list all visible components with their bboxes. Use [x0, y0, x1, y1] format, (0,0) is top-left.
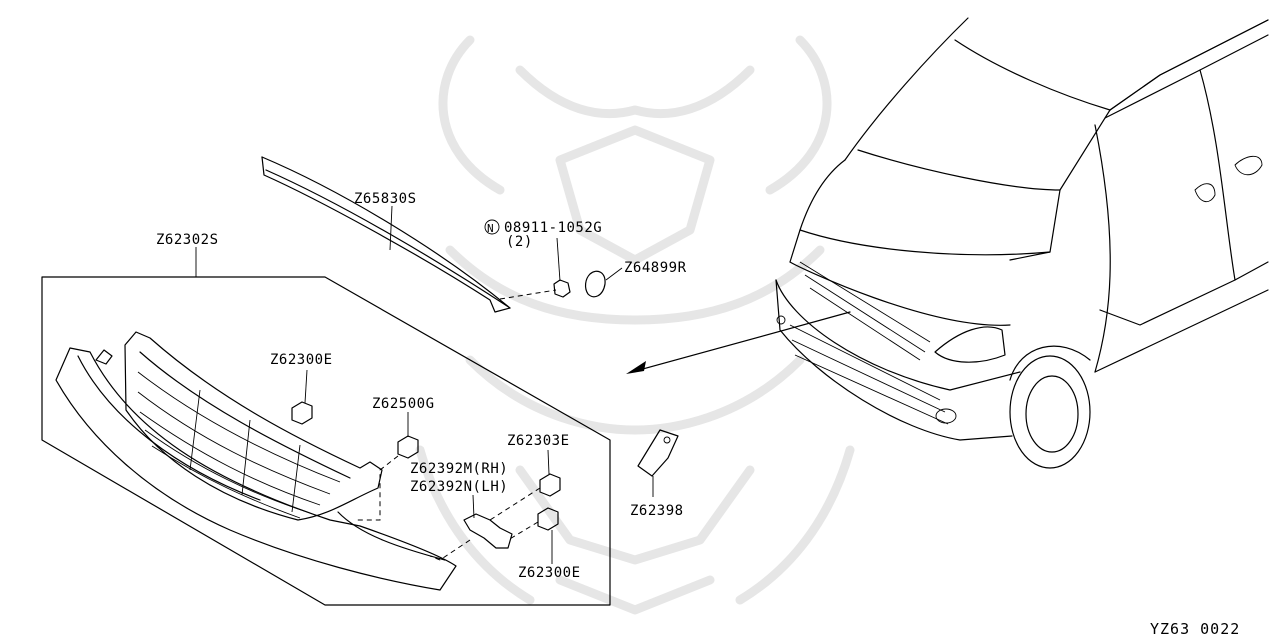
- label-clip-mid: Z62500G: [372, 396, 435, 412]
- label-nut-symbol: N: [487, 222, 494, 235]
- label-nut-part: 08911-1052G: [504, 220, 602, 236]
- molding-strip: [261, 156, 557, 313]
- vehicle-drawing: [775, 17, 1269, 469]
- label-molding: Z65830S: [354, 191, 417, 207]
- nut-icon: [553, 237, 571, 298]
- figure-code: YZ63 0022: [1150, 620, 1240, 638]
- bracket-icon: [429, 494, 513, 561]
- label-grille-assembly: Z62302S: [156, 232, 219, 248]
- grille-assembly-box: [41, 247, 611, 606]
- clip-upper-icon: [291, 369, 313, 425]
- label-bracket-small: Z62398: [630, 503, 684, 519]
- watermark-emblem: [415, 35, 855, 615]
- label-clip-upper: Z62300E: [270, 352, 333, 368]
- clip-mid-icon: [356, 412, 419, 521]
- label-bracket-rh: Z62392M(RH): [410, 461, 508, 477]
- plug-icon: [584, 267, 623, 298]
- nut-symbol-circle: [484, 219, 500, 235]
- clip-right-icon: [489, 449, 561, 521]
- clip-lower-icon: [507, 507, 559, 564]
- label-clip-lower: Z62300E: [518, 565, 581, 581]
- label-nut-qty: (2): [506, 234, 533, 250]
- label-bracket-lh: Z62392N(LH): [410, 479, 508, 495]
- grille-drawing: [55, 331, 457, 591]
- location-arrow: [626, 311, 851, 374]
- bracket-small-icon: [637, 429, 679, 497]
- label-plug: Z64899R: [624, 260, 687, 276]
- label-clip-right: Z62303E: [507, 433, 570, 449]
